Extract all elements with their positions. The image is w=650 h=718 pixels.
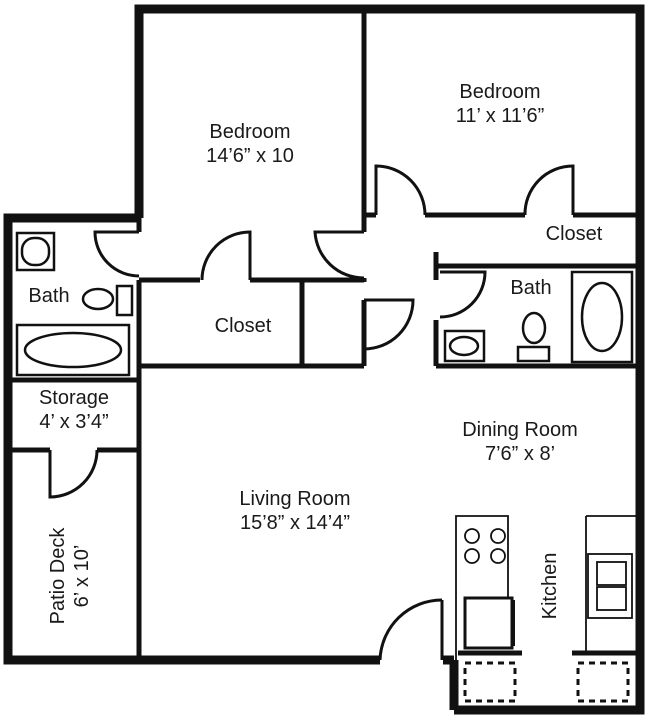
- bathtub-icon: [570, 270, 634, 364]
- room-label-closet-1: Closet: [214, 315, 272, 337]
- room-label-bath-1: Bath: [28, 285, 70, 307]
- room-label-bedroom-2: Bedroom 11’ x 11’6”: [455, 81, 545, 127]
- sink-icon: [15, 231, 56, 272]
- bathtub-icon: [15, 323, 131, 377]
- room-label-dining: Dining Room 7’6” x 8’: [462, 419, 578, 465]
- interior-walls: [8, 9, 640, 660]
- toilet-icon: [521, 311, 547, 345]
- doors: [48, 164, 575, 661]
- dryer-icon: [576, 661, 630, 703]
- room-label-patio: Patio Deck 6’ x 10’: [47, 527, 93, 625]
- washer-icon: [463, 661, 517, 703]
- stove-icon: [455, 515, 509, 660]
- sink-icon: [443, 329, 486, 363]
- room-label-bedroom-1: Bedroom 14’6” x 10: [206, 121, 294, 167]
- kitchen-sink-icon: [585, 515, 636, 653]
- exterior-walls: [3, 4, 645, 715]
- room-label-bath-2: Bath: [510, 277, 552, 299]
- room-label-kitchen: Kitchen: [539, 552, 561, 620]
- room-label-closet-2: Closet: [545, 223, 603, 245]
- room-label-living: Living Room 15’8” x 14’4”: [239, 488, 351, 534]
- toilet-icon: [81, 287, 115, 311]
- room-label-storage: Storage 4’ x 3’4”: [38, 387, 110, 433]
- fixtures: [15, 231, 640, 703]
- refrigerator-icon: [463, 596, 514, 650]
